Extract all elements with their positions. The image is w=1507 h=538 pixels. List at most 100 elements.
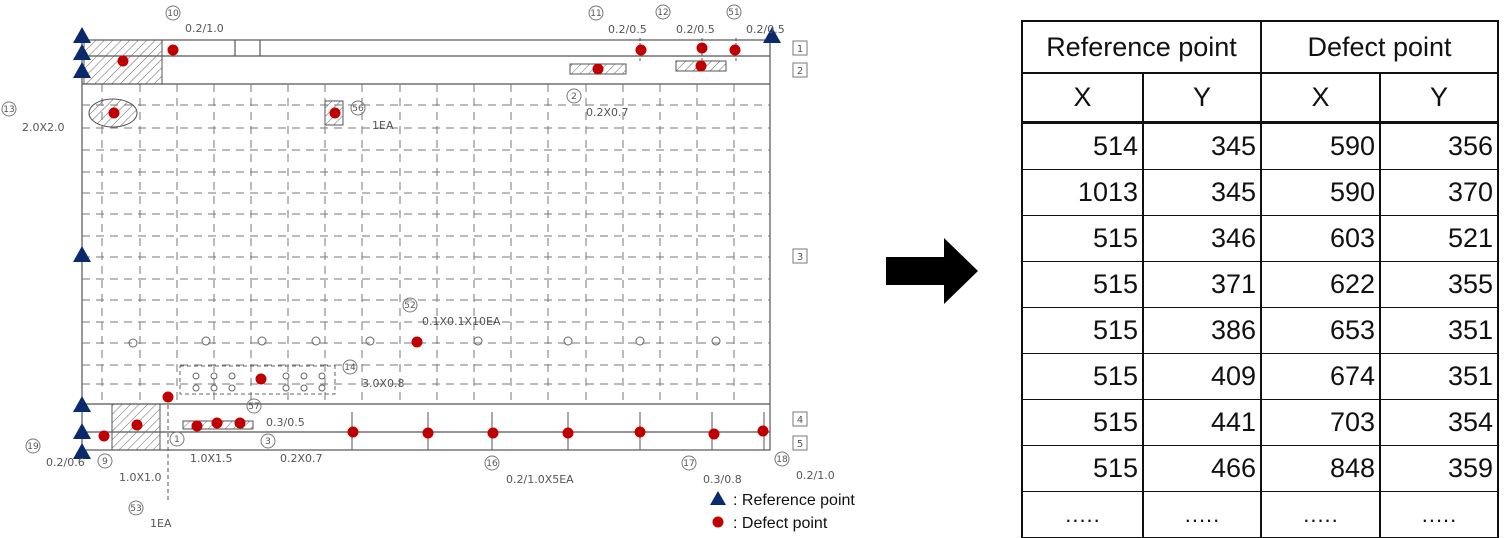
circled-number: 56 xyxy=(352,104,364,114)
defect-point-marker xyxy=(695,60,707,72)
leader-ticks xyxy=(167,38,765,500)
reference-point-marker xyxy=(73,44,91,60)
circled-number: 12 xyxy=(657,8,668,18)
cell-defect-x: 653 xyxy=(1260,307,1381,354)
defect-point-marker xyxy=(131,419,143,431)
cell-defect-y: 359 xyxy=(1379,445,1499,492)
defect-point-marker xyxy=(592,63,604,75)
circled-number: 11 xyxy=(590,9,601,19)
cell-defect-y: 351 xyxy=(1379,307,1499,354)
circled-number: 57 xyxy=(248,402,259,412)
floor-plan-drawing: 10 11 12 51 13 56 2 52 14 57 1 3 19 9 53… xyxy=(1,4,855,532)
cell-ref-x: 1013 xyxy=(1021,169,1144,216)
legend: : Reference point : Defect point xyxy=(710,491,855,532)
size-label: 3.0X0.8 xyxy=(362,377,405,390)
cell-defect-y: 370 xyxy=(1379,169,1499,216)
plan-frame xyxy=(81,39,771,451)
circled-number: 14 xyxy=(344,363,356,373)
row-tag: 1 xyxy=(797,44,803,55)
reference-point-marker xyxy=(73,396,91,412)
cell-ref-x: 515 xyxy=(1021,353,1144,400)
size-label: 0.2X0.7 xyxy=(280,452,323,465)
cell-defect-x: 848 xyxy=(1260,445,1381,492)
size-label: 1.0X1.5 xyxy=(190,452,233,465)
legend-defect-label: : Defect point xyxy=(733,515,828,532)
defect-point-marker xyxy=(635,44,647,56)
defect-point-marker xyxy=(162,391,174,403)
cell-ref-y: 371 xyxy=(1142,261,1262,308)
circled-number: 3 xyxy=(265,437,271,447)
circled-number: 18 xyxy=(776,455,788,465)
size-labels: 0.2/1.0 0.2/0.5 0.2/0.5 0.2/0.5 2.0X2.0 … xyxy=(22,22,835,530)
reference-point-marker xyxy=(73,27,91,43)
cell-defect-x: 703 xyxy=(1260,399,1381,446)
size-label: 1EA xyxy=(150,517,172,530)
header-ref-y: Y xyxy=(1142,72,1262,124)
cell-defect-x: 603 xyxy=(1260,215,1381,262)
cell-ref-y: ..... xyxy=(1142,491,1262,538)
cell-ref-y: 386 xyxy=(1142,307,1262,354)
circled-labels: 10 11 12 51 13 56 2 52 14 57 1 3 19 9 53… xyxy=(1,4,790,516)
circled-number: 53 xyxy=(130,504,141,514)
cell-ref-y: 345 xyxy=(1142,169,1262,216)
defect-point-marker xyxy=(108,107,120,119)
cell-defect-y: 521 xyxy=(1379,215,1499,262)
size-label: 1EA xyxy=(372,119,394,132)
reference-point-marker xyxy=(73,423,91,439)
defect-point-marker xyxy=(347,426,359,438)
row-tag: 5 xyxy=(797,439,803,450)
dashed-region-14 xyxy=(179,365,336,395)
cell-ref-x: 515 xyxy=(1021,445,1144,492)
size-label: 0.3/0.5 xyxy=(266,416,305,429)
pipe-marks xyxy=(128,336,721,392)
legend-reference-label: : Reference point xyxy=(733,492,855,509)
reference-point-marker xyxy=(763,27,781,43)
defect-point-marker xyxy=(562,427,574,439)
size-label: 0.1X0.1X10EA xyxy=(422,315,501,328)
cell-ref-x: 515 xyxy=(1021,307,1144,354)
defect-point-marker xyxy=(98,430,110,442)
defect-point-marker xyxy=(211,417,223,429)
size-label: 2.0X2.0 xyxy=(22,121,65,134)
defect-points xyxy=(98,42,769,442)
reference-points xyxy=(73,27,781,459)
size-label: 0.3/0.8 xyxy=(703,473,742,486)
cell-ref-x: 515 xyxy=(1021,215,1144,262)
cell-defect-x: ..... xyxy=(1260,491,1381,538)
cell-defect-y: ..... xyxy=(1379,491,1499,538)
coordinates-table: Reference point Defect point X Y X Y 514… xyxy=(1021,20,1499,538)
circled-number: 1 xyxy=(174,435,180,445)
cell-ref-y: 346 xyxy=(1142,215,1262,262)
circled-number: 17 xyxy=(683,459,694,469)
header-defect-point: Defect point xyxy=(1260,20,1499,74)
size-label: 0.2/1.0 xyxy=(185,22,224,35)
defect-point-marker xyxy=(191,420,203,432)
defect-point-marker xyxy=(729,44,741,56)
defect-point-marker xyxy=(329,107,341,119)
reference-point-marker xyxy=(73,246,91,262)
cell-defect-y: 351 xyxy=(1379,353,1499,400)
cell-defect-x: 590 xyxy=(1260,121,1381,170)
row-tags: 1 2 3 4 5 xyxy=(792,40,808,451)
defect-point-marker xyxy=(696,42,708,54)
defect-point-marker xyxy=(708,428,720,440)
right-arrow-icon xyxy=(886,238,978,304)
defect-point-marker xyxy=(757,425,769,437)
header-defect-x: X xyxy=(1260,72,1381,124)
row-tag: 3 xyxy=(797,252,803,263)
legend-reference-icon xyxy=(710,491,726,505)
size-label: 1.0X1.0 xyxy=(119,471,162,484)
coordinates-table-container: Reference point Defect point X Y X Y 514… xyxy=(1021,20,1499,538)
size-label: 0.2/0.5 xyxy=(608,23,647,36)
size-label: 0.2/0.5 xyxy=(676,23,715,36)
cell-defect-x: 674 xyxy=(1260,353,1381,400)
